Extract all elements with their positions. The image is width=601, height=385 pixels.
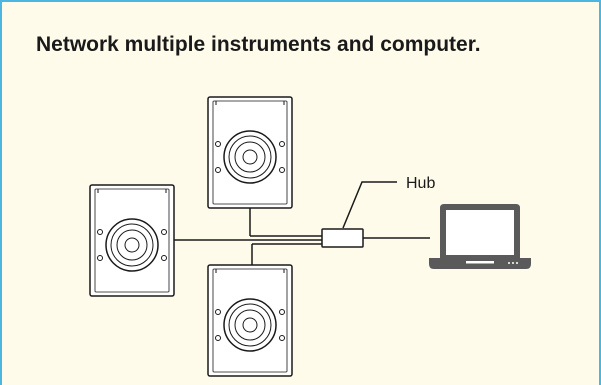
instrument-icon [89, 184, 175, 297]
hub-label: Hub [406, 175, 435, 192]
hub-icon [321, 228, 364, 248]
network-cables [174, 181, 430, 265]
diagram-title: Network multiple instruments and compute… [36, 33, 481, 56]
instrument-icon [207, 96, 293, 209]
laptop-icon [429, 204, 531, 269]
instrument-icon [207, 264, 293, 377]
